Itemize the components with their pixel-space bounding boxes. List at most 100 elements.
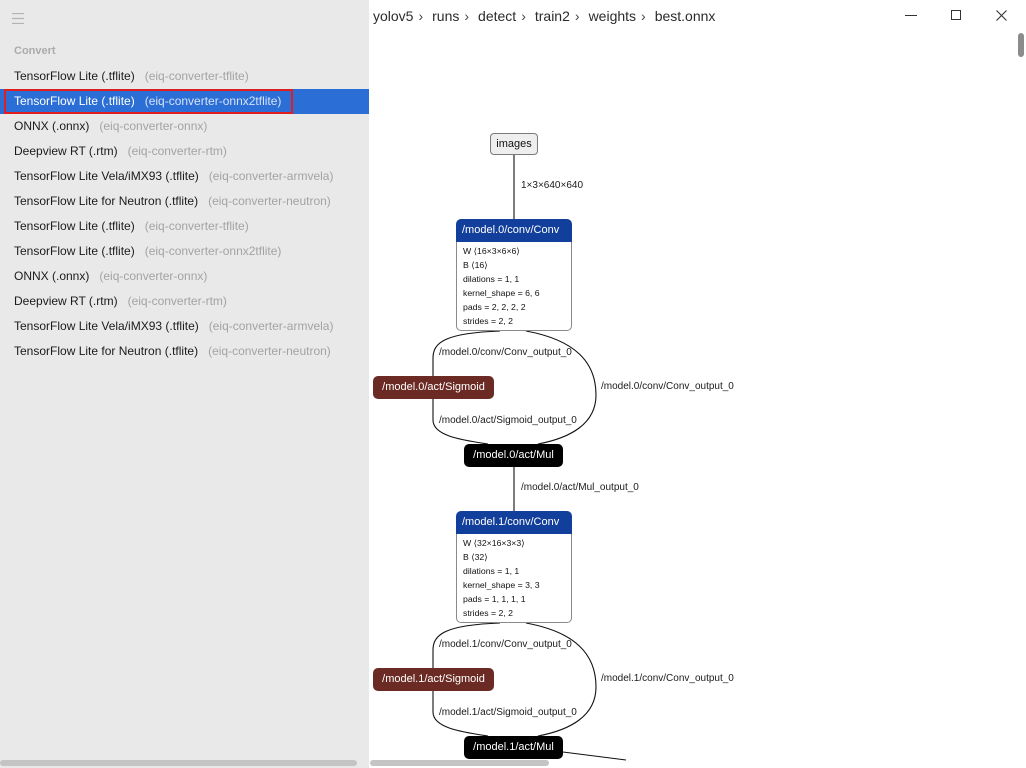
conv-attr-pads: pads = 1, 1, 1, 1: [463, 594, 526, 604]
converter-format-label: Deepview RT (.rtm): [14, 294, 118, 308]
conv-node-title: /model.0/conv/Conv: [456, 219, 572, 242]
mul-node-1[interactable]: /model.1/act/Mul: [464, 736, 563, 759]
breadcrumb-item-current-file[interactable]: best.onnx: [654, 8, 716, 24]
converter-id-label: (eiq-converter-armvela): [208, 169, 334, 183]
edge-label-conv0-output-left: /model.0/conv/Conv_output_0: [439, 347, 572, 358]
converter-id-label: (eiq-converter-tflite): [144, 219, 249, 233]
converter-format-label: Deepview RT (.rtm): [14, 144, 118, 158]
edge-label-images-output: 1×3×640×640: [521, 180, 584, 191]
hamburger-icon[interactable]: [12, 11, 24, 25]
converter-item[interactable]: TensorFlow Lite (.tflite) (eiq-converter-…: [0, 239, 369, 264]
conv-attr-strides: strides = 2, 2: [463, 316, 513, 326]
close-icon: [996, 10, 1007, 21]
converter-format-label: ONNX (.onnx): [14, 119, 90, 133]
edge-label-sigmoid1-output: /model.1/act/Sigmoid_output_0: [439, 707, 577, 718]
converter-format-label: TensorFlow Lite Vela/iMX93 (.tflite): [14, 319, 199, 333]
converter-id-label: (eiq-converter-neutron): [208, 344, 331, 358]
edge-conv1-to-mul1: [525, 622, 597, 737]
converter-id-label: (eiq-converter-rtm): [127, 294, 227, 308]
conv-attr-dilations: dilations = 1, 1: [463, 274, 520, 284]
converter-item[interactable]: TensorFlow Lite (.tflite) (eiq-converter-…: [0, 89, 369, 114]
converter-format-label: TensorFlow Lite for Neutron (.tflite): [14, 194, 199, 208]
breadcrumb-separator: ›: [464, 8, 470, 24]
graph-horizontal-scrollbar[interactable]: [370, 760, 549, 766]
edge-mul1-to-next: [562, 751, 627, 761]
breadcrumb-item[interactable]: yolov5: [373, 8, 414, 24]
converter-id-label: (eiq-converter-onnx): [99, 269, 208, 283]
converter-item[interactable]: TensorFlow Lite for Neutron (.tflite) (ei…: [0, 189, 369, 214]
edge-label-conv0-output-right: /model.0/conv/Conv_output_0: [601, 381, 734, 392]
edge-conv0-to-sigmoid0: [432, 330, 501, 376]
conv-node-title: /model.1/conv/Conv: [456, 511, 572, 534]
converter-format-label: TensorFlow Lite Vela/iMX93 (.tflite): [14, 169, 199, 183]
mul-node-0[interactable]: /model.0/act/Mul: [464, 444, 563, 467]
converter-id-label: (eiq-converter-onnx): [99, 119, 208, 133]
breadcrumb-item[interactable]: train2: [534, 8, 570, 24]
edge-label-conv1-output-right: /model.1/conv/Conv_output_0: [601, 673, 734, 684]
converter-format-label: TensorFlow Lite (.tflite): [14, 94, 135, 108]
converter-item[interactable]: ONNX (.onnx) (eiq-converter-onnx): [0, 114, 369, 139]
minimize-button[interactable]: [900, 5, 922, 27]
close-button[interactable]: [990, 5, 1012, 27]
conv-node-attributes: W ⟨16×3×6×6⟩ B ⟨16⟩ dilations = 1, 1 ker…: [456, 242, 572, 331]
conv-attr-weight: W ⟨32×16×3×3⟩: [463, 538, 525, 548]
breadcrumb-item[interactable]: weights: [588, 8, 637, 24]
converter-item[interactable]: Deepview RT (.rtm) (eiq-converter-rtm): [0, 139, 369, 164]
converter-format-label: TensorFlow Lite (.tflite): [14, 244, 135, 258]
converter-id-label: (eiq-converter-armvela): [208, 319, 334, 333]
converter-list: TensorFlow Lite (.tflite) (eiq-converter-…: [0, 64, 369, 364]
converter-item[interactable]: Deepview RT (.rtm) (eiq-converter-rtm): [0, 289, 369, 314]
converter-id-label: (eiq-converter-onnx2tflite): [144, 244, 282, 258]
sigmoid-node-1[interactable]: /model.1/act/Sigmoid: [373, 668, 494, 691]
maximize-button[interactable]: [945, 5, 967, 27]
converter-item[interactable]: TensorFlow Lite (.tflite) (eiq-converter-…: [0, 64, 369, 89]
converter-item[interactable]: TensorFlow Lite Vela/iMX93 (.tflite) (eiq…: [0, 314, 369, 339]
sigmoid-node-0[interactable]: /model.0/act/Sigmoid: [373, 376, 494, 399]
converter-item[interactable]: TensorFlow Lite for Neutron (.tflite) (ei…: [0, 339, 369, 364]
conv-node-1[interactable]: /model.1/conv/Conv W ⟨32×16×3×3⟩ B ⟨32⟩ …: [456, 511, 572, 623]
edge-conv0-to-mul0: [525, 330, 597, 445]
edge-label-conv1-output-left: /model.1/conv/Conv_output_0: [439, 639, 572, 650]
hamburger-icon-graphic: [12, 12, 24, 25]
conv-attr-kernel-shape: kernel_shape = 6, 6: [463, 288, 540, 298]
converter-id-label: (eiq-converter-neutron): [208, 194, 331, 208]
breadcrumb-separator: ›: [418, 8, 424, 24]
converter-item[interactable]: TensorFlow Lite (.tflite) (eiq-converter-…: [0, 214, 369, 239]
conv-attr-bias: B ⟨32⟩: [463, 552, 488, 562]
conv-attr-kernel-shape: kernel_shape = 3, 3: [463, 580, 540, 590]
conv-attr-bias: B ⟨16⟩: [463, 260, 488, 270]
conv-node-attributes: W ⟨32×16×3×3⟩ B ⟨32⟩ dilations = 1, 1 ke…: [456, 534, 572, 623]
edge-label-sigmoid0-output: /model.0/act/Sigmoid_output_0: [439, 415, 577, 426]
converter-id-label: (eiq-converter-rtm): [127, 144, 227, 158]
conv-attr-pads: pads = 2, 2, 2, 2: [463, 302, 526, 312]
edge-conv1-to-sigmoid1: [432, 622, 501, 668]
converter-id-label: (eiq-converter-tflite): [144, 69, 249, 83]
converter-format-label: TensorFlow Lite (.tflite): [14, 219, 135, 233]
maximize-icon: [951, 10, 961, 20]
breadcrumb-separator: ›: [521, 8, 526, 24]
sidebar-horizontal-scrollbar[interactable]: [0, 760, 357, 766]
breadcrumb: yolov5 › runs › detect › train2 › weight…: [373, 7, 715, 25]
converter-format-label: TensorFlow Lite (.tflite): [14, 69, 135, 83]
input-node-images[interactable]: images: [490, 133, 538, 155]
breadcrumb-item[interactable]: detect: [478, 8, 517, 24]
converter-id-label: (eiq-converter-onnx2tflite): [144, 94, 282, 108]
breadcrumb-separator: ›: [574, 8, 580, 24]
conv-node-0[interactable]: /model.0/conv/Conv W ⟨16×3×6×6⟩ B ⟨16⟩ d…: [456, 219, 572, 331]
conv-attr-strides: strides = 2, 2: [463, 608, 513, 618]
graph-vertical-scrollbar[interactable]: [1018, 33, 1024, 57]
section-title: Convert: [14, 45, 56, 57]
converter-format-label: TensorFlow Lite for Neutron (.tflite): [14, 344, 199, 358]
edge-label-mul0-output: /model.0/act/Mul_output_0: [521, 482, 639, 493]
conv-attr-dilations: dilations = 1, 1: [463, 566, 520, 576]
converter-sidebar: Convert TensorFlow Lite (.tflite) (eiq-co…: [0, 0, 369, 768]
conv-attr-weight: W ⟨16×3×6×6⟩: [463, 246, 520, 256]
minimize-icon: [905, 15, 917, 16]
edge-sigmoid0-to-mul0: [432, 399, 489, 445]
converter-item[interactable]: TensorFlow Lite Vela/iMX93 (.tflite) (eiq…: [0, 164, 369, 189]
converter-item[interactable]: ONNX (.onnx)(eiq-converter-onnx): [0, 264, 369, 289]
breadcrumb-item[interactable]: runs: [432, 8, 460, 24]
edge-sigmoid1-to-mul1: [432, 691, 489, 737]
